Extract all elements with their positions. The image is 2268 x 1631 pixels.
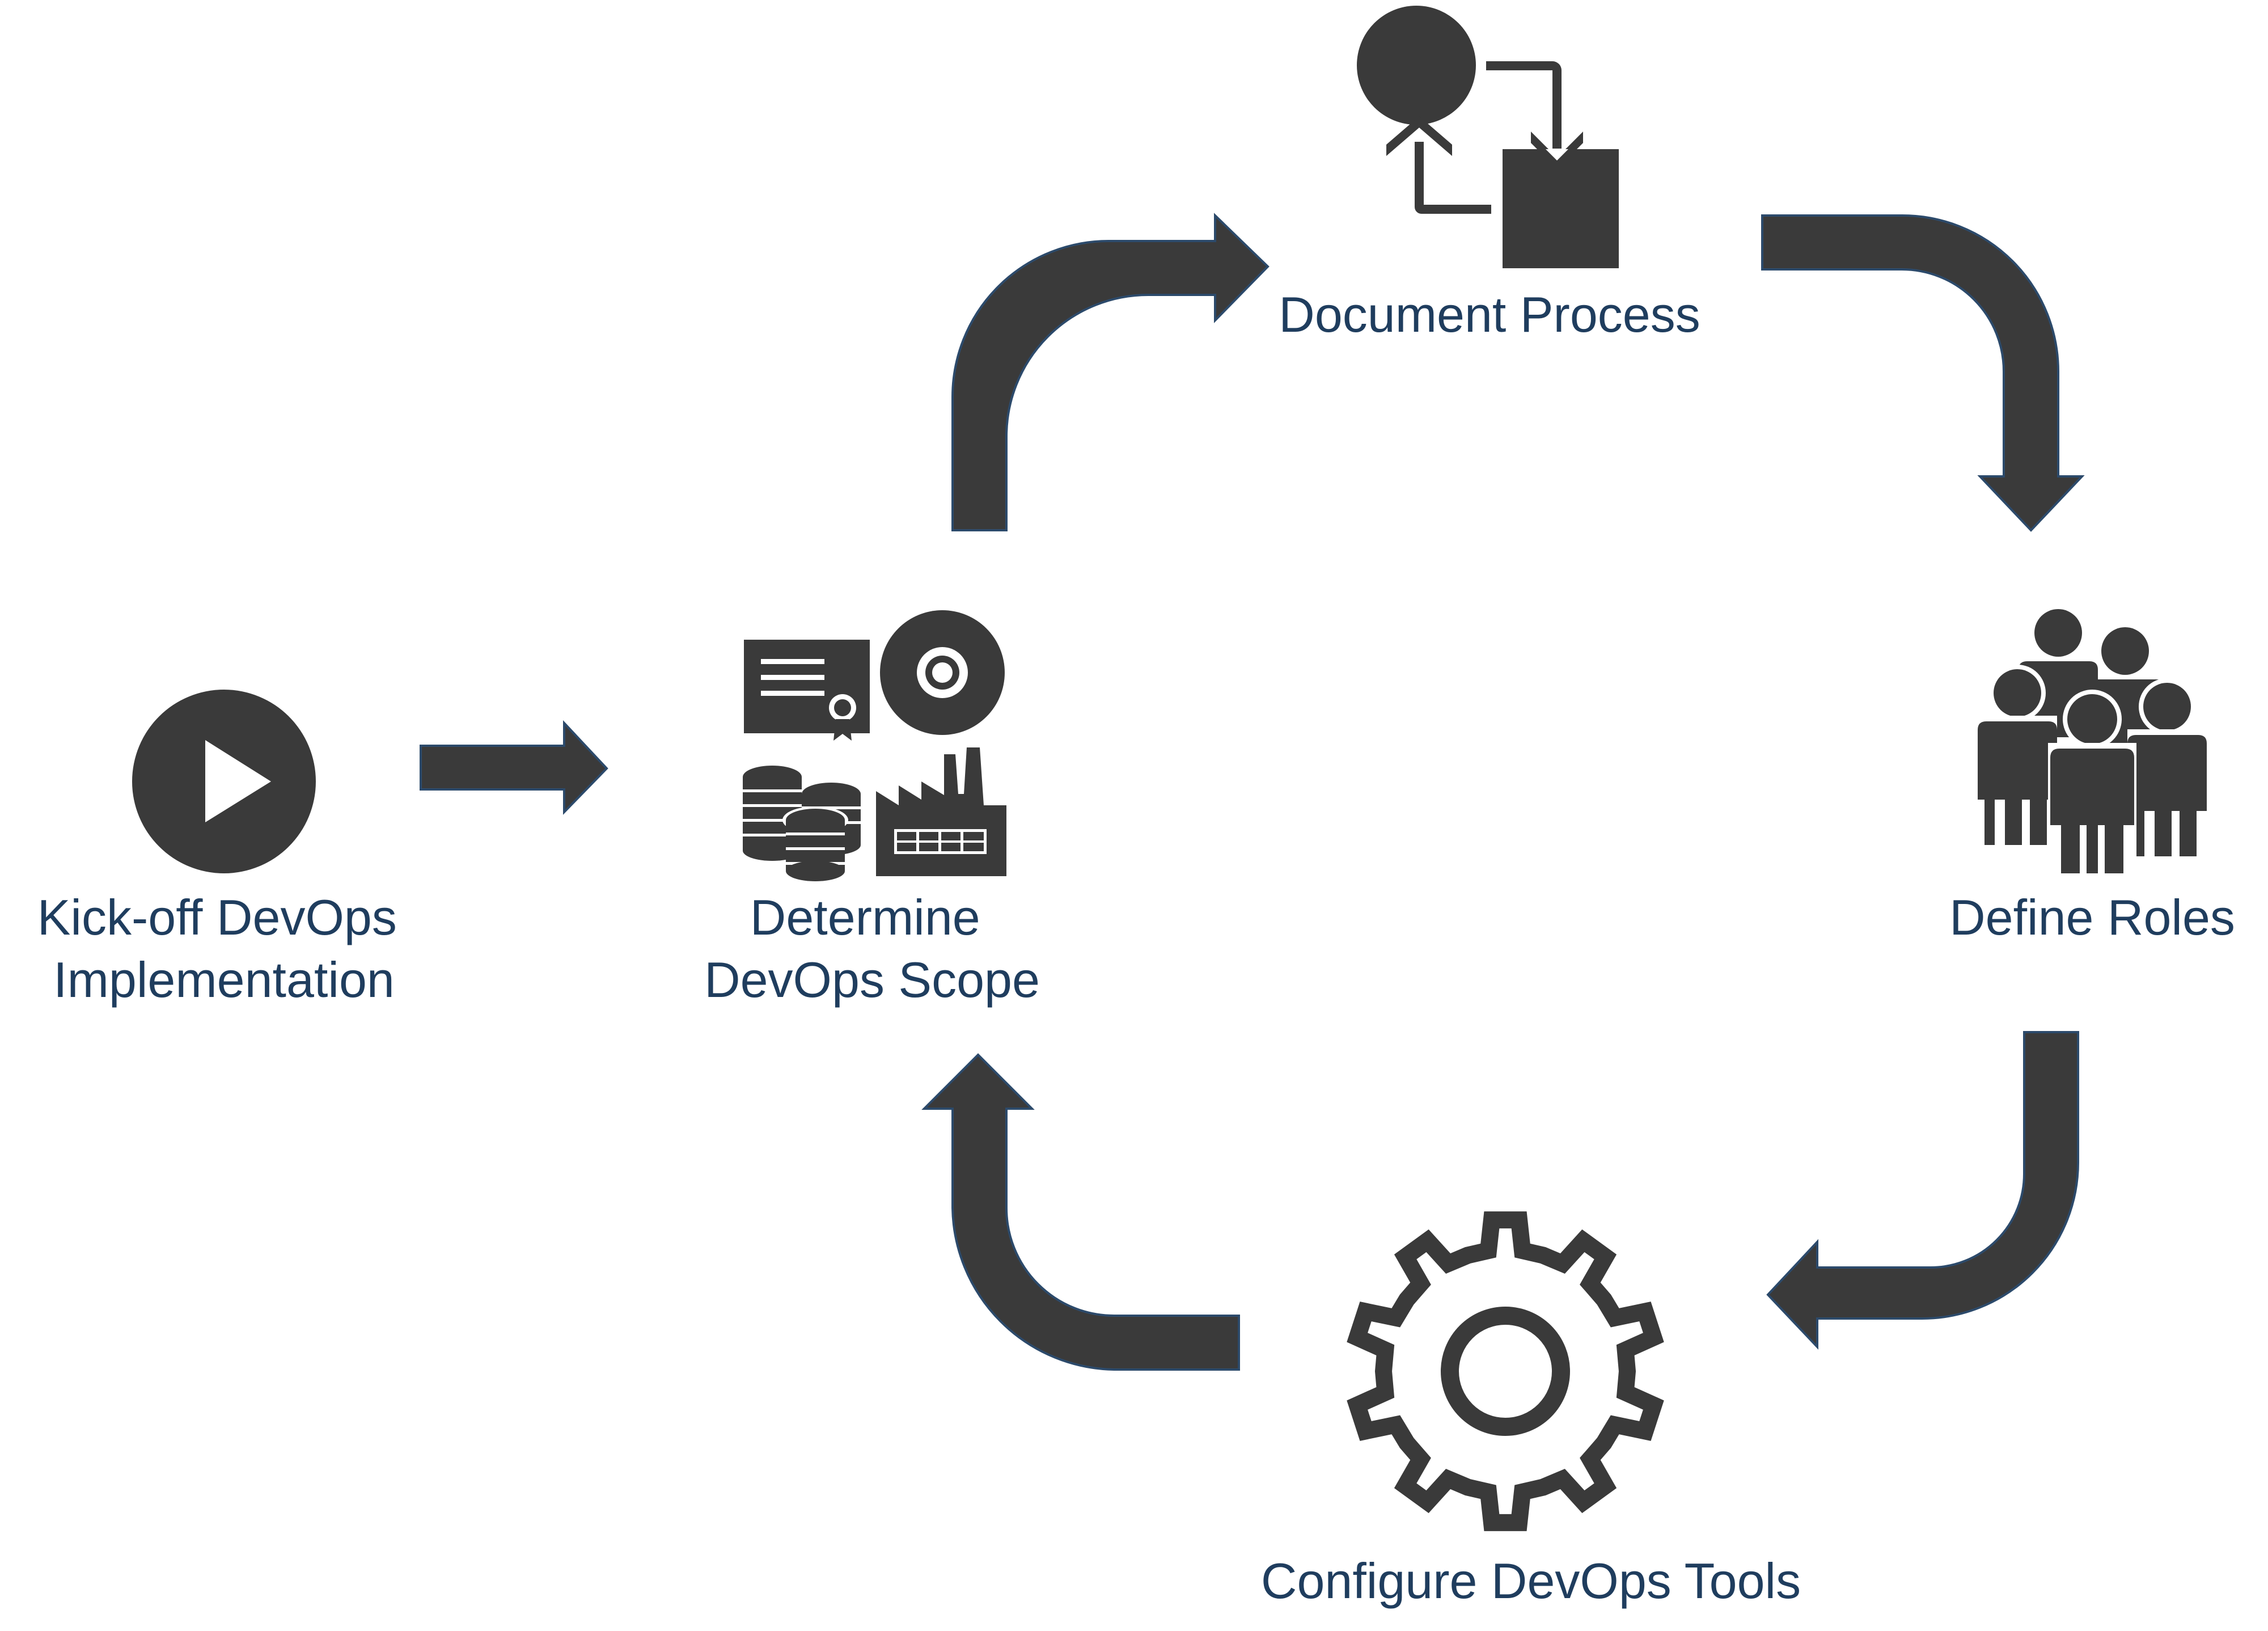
scope-icons (743, 610, 1006, 881)
arrow-roles-to-tools (1766, 1031, 2079, 1350)
people-group-icon (1978, 609, 2207, 876)
kickoff-label-line2: Implementation (53, 952, 395, 1008)
disc-icon (880, 610, 1005, 735)
arrow-tools-to-scope (921, 1053, 1240, 1371)
scope-label: Determine DevOps Scope (704, 889, 1040, 1008)
arrow-kickoff-to-scope (420, 720, 608, 815)
roles-label: Define Roles (1949, 889, 2235, 945)
factory-icon (876, 747, 1006, 876)
document-label: Document Process (1279, 286, 1700, 343)
scope-label-line2: DevOps Scope (704, 952, 1040, 1008)
process-flow-icon (1357, 6, 1619, 268)
coins-icon (743, 766, 861, 881)
arrow-scope-to-document (951, 213, 1270, 531)
kickoff-label-line1: Kick-off DevOps (37, 889, 397, 945)
gear-icon (1347, 1211, 1664, 1531)
kickoff-label: Kick-off DevOps Implementation (37, 889, 411, 1008)
tools-label: Configure DevOps Tools (1261, 1553, 1801, 1609)
scope-label-line1: Determine (750, 889, 980, 945)
play-icon (132, 690, 316, 873)
arrow-document-to-roles (1761, 214, 2085, 532)
certificate-icon (744, 640, 870, 741)
